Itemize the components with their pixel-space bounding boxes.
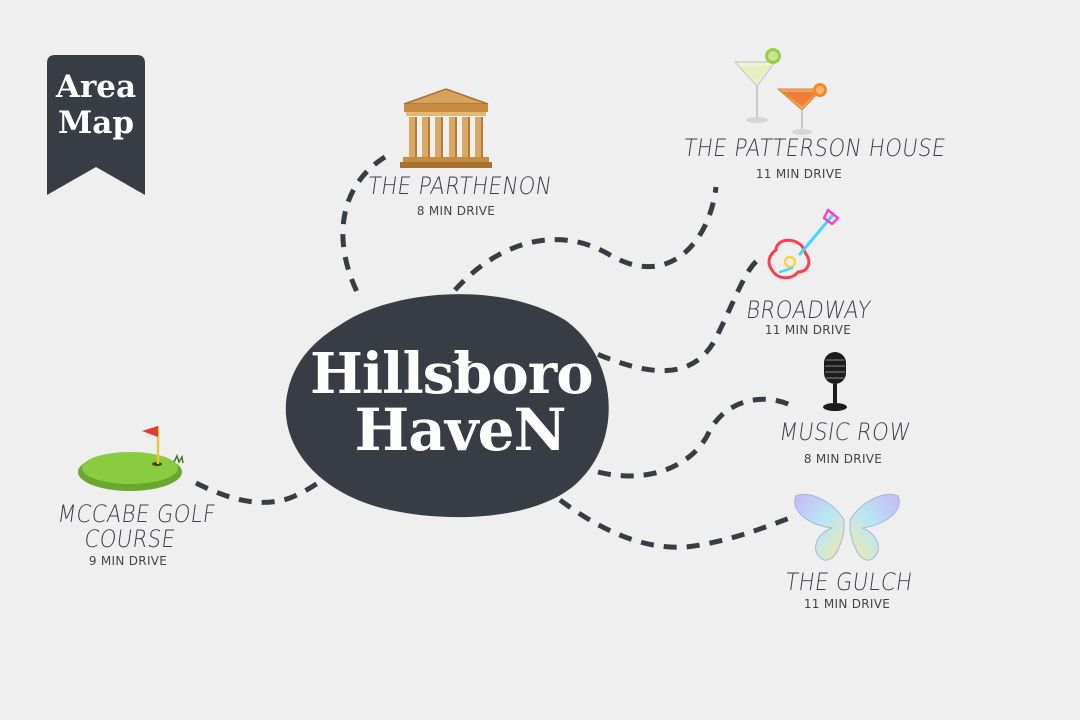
- route-broadway: [575, 258, 760, 374]
- butterfly-wings-icon: [794, 493, 900, 561]
- dest-drive-broadway: 11 MIN DRIVE: [764, 323, 852, 337]
- badge-line-area: Area: [55, 69, 137, 105]
- parthenon-icon: [400, 88, 492, 168]
- route-parthenon: [340, 154, 387, 300]
- dest-name-patterson: THE PATTERSON HOUSE: [681, 134, 948, 162]
- hub-logo-line2: HaveN: [354, 396, 567, 464]
- dest-name-golf-line2: COURSE: [82, 525, 178, 553]
- route-gulch: [558, 497, 791, 550]
- hub-logo-line1: Hillsboro: [310, 341, 594, 407]
- neon-guitar-icon: [767, 208, 840, 280]
- dest-drive-gulch: 11 MIN DRIVE: [803, 597, 891, 611]
- dest-drive-golf: 9 MIN DRIVE: [88, 554, 168, 568]
- route-golf: [194, 475, 327, 505]
- badge-line-map: Map: [57, 105, 135, 141]
- dest-drive-music-row: 8 MIN DRIVE: [803, 452, 883, 466]
- dest-name-gulch: THE GULCH: [783, 568, 915, 596]
- route-patterson: [453, 186, 719, 292]
- dest-name-broadway: BROADWAY: [744, 296, 873, 324]
- dest-name-music-row: MUSIC ROW: [777, 418, 913, 446]
- microphone-icon: [823, 352, 847, 411]
- hub-blob: [285, 294, 609, 518]
- area-map-badge: [47, 55, 145, 195]
- cocktails-icon: [733, 48, 827, 135]
- dest-drive-parthenon: 8 MIN DRIVE: [416, 204, 496, 218]
- route-music-row: [597, 396, 792, 479]
- golf-green-icon: [78, 426, 184, 491]
- dest-name-parthenon: THE PARTHENON: [366, 172, 554, 200]
- dest-name-golf-line1: MCCABE GOLF: [55, 500, 218, 528]
- dest-drive-patterson: 11 MIN DRIVE: [755, 167, 843, 181]
- sparkle-icon: [451, 349, 473, 375]
